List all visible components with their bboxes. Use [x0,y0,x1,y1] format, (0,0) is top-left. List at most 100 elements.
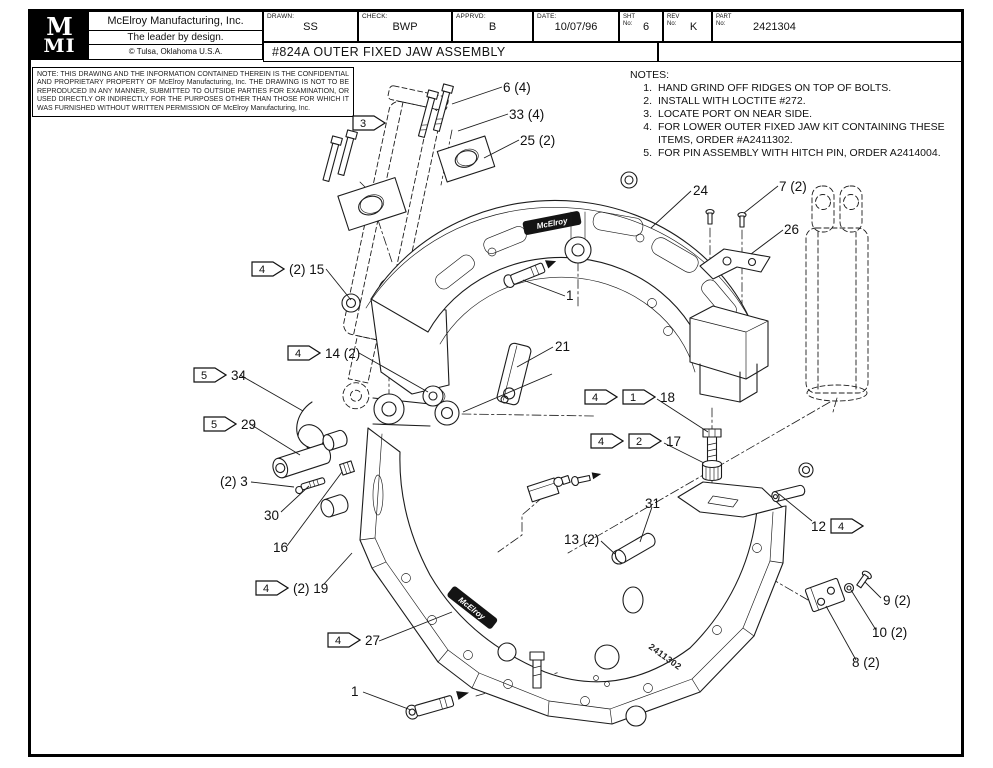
note-flag-icon: 5 [203,416,237,432]
svg-text:4: 4 [592,392,598,404]
svg-text:2: 2 [636,436,642,448]
note-flag-icon: 2 [628,433,662,449]
callout-1-upper: 1 [566,288,574,303]
mcelroy-logo: M MI [31,11,88,60]
svg-text:4: 4 [295,348,301,360]
logo-letter-top: M [46,12,73,42]
link-part-21 [496,342,532,406]
company-tagline: The leader by design. [89,31,262,45]
rev-no-cell: REV No: K [663,11,712,42]
date-cell: DATE: 10/07/96 [533,11,619,42]
fitting-17 [701,459,723,482]
right-cylinder-hidden [805,185,869,413]
note-flag-icon: 3 [352,115,386,131]
note-flag-icon: 4 [287,345,321,361]
svg-text:5: 5 [201,370,207,382]
callout-13: 13 (2) [564,532,600,547]
title-row-spacer [658,42,962,62]
check-label: CHECK: [362,13,388,20]
clamp-plate-26 [699,248,771,280]
check-cell: CHECK: BWP [358,11,452,42]
note-flag-icon: 1 [622,389,656,405]
apprvd-label: APPRVD: [456,13,486,20]
callout-30: 30 [264,508,280,523]
callout-8: 8 (2) [852,655,880,670]
sheet-border [28,9,964,757]
callout-3: (2) 3 [220,474,248,489]
bolt-1-lower [405,691,470,720]
set-screw-3-30 [295,477,326,495]
callout-31: 31 [645,496,661,511]
screw-9 [856,570,872,589]
callout-26: 26 [784,222,800,237]
rev-no-label: REV No: [667,14,680,27]
pivot-knuckle [372,385,460,427]
svg-text:4: 4 [263,583,269,595]
note-item: 1.HAND GRIND OFF RIDGES ON TOP OF BOLTS. [643,82,892,94]
hydraulic-cylinder-hidden [342,85,449,410]
sheet-no-cell: SHT No: 6 [619,11,663,42]
screws-7 [705,208,747,228]
company-location: © Tulsa, Oklahoma U.S.A. [128,47,223,56]
bushing-b [320,494,349,518]
apprvd-value: B [488,21,497,33]
notes-block: NOTES: 1.HAND GRIND OFF RIDGES ON TOP OF… [630,69,960,160]
sheet-no-label: SHT No: [623,14,635,27]
svg-text:1: 1 [630,392,636,404]
sheet-no-value: 6 [642,21,650,33]
svg-text:4: 4 [598,436,604,448]
proprietary-note: NOTE: THIS DRAWING AND THE INFORMATION C… [32,67,354,118]
callout-25: 25 (2) [520,133,556,148]
small-bolt-arrow [571,472,602,487]
date-value: 10/07/96 [554,21,598,33]
bolt-1-upper [503,260,557,288]
callout-1-lower: 1 [351,684,359,699]
part-no-label: PART No: [716,14,732,27]
svg-text:5: 5 [211,419,217,431]
note-item: 2.INSTALL WITH LOCTITE #272. [643,95,806,107]
check-value: BWP [392,21,418,33]
pin-29 [272,443,332,479]
callout-24: 24 [693,183,709,198]
callout-6: 6 (4) [503,80,531,95]
note-flag-icon: 4 [327,632,361,648]
spacer-plates [337,135,496,231]
note-flag-icon: 4 [255,580,289,596]
company-block: McElroy Manufacturing, Inc. The leader b… [88,11,263,60]
svg-text:4: 4 [335,635,341,647]
logo-letter-bottom: MI [43,34,76,57]
part-no-value: 2421304 [753,21,796,33]
drawn-label: DRAWN: [267,13,295,20]
mounting-bolts-top [322,83,454,182]
lower-jaw: 2411302 McElroy [359,427,787,727]
nut-16 [339,460,355,476]
date-label: DATE: [537,13,557,20]
port-fitting [526,475,571,503]
leader-lines [239,86,882,711]
upper-jaw: McElroy [365,199,769,403]
callout-9: 9 (2) [883,593,911,608]
note-flag-icon: 4 [830,518,865,534]
rev-no-value: K [689,21,698,33]
callout-21: 21 [555,339,571,354]
part-no-cell: PART No: 2421304 [712,11,962,42]
registered-mark: © [128,47,135,56]
upper-jaw-brand-plate: McElroy [522,211,582,235]
note-flag-3: 3 [352,115,386,131]
note-flag-icon: 4 [251,261,285,277]
bushing-a [322,429,348,451]
svg-text:3: 3 [360,118,366,130]
company-name: McElroy Manufacturing, Inc. [89,12,262,31]
drawing-title: #824A OUTER FIXED JAW ASSEMBLY [272,45,506,59]
note-flag-icon: 4 [584,389,618,405]
pin-31 [614,532,656,564]
